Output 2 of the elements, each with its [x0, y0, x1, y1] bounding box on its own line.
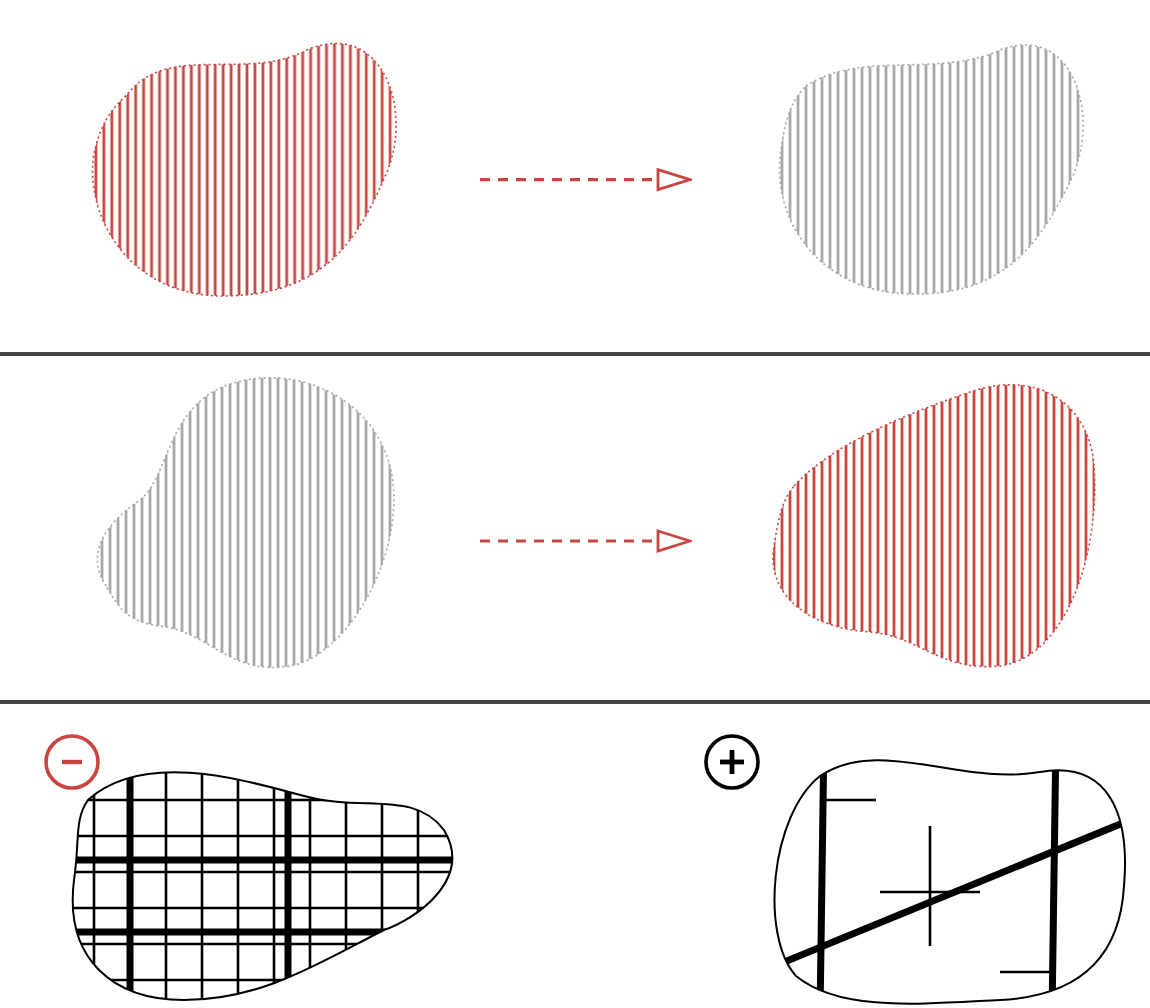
- dashed-arrow: [480, 529, 692, 553]
- dashed-arrow: [480, 168, 692, 191]
